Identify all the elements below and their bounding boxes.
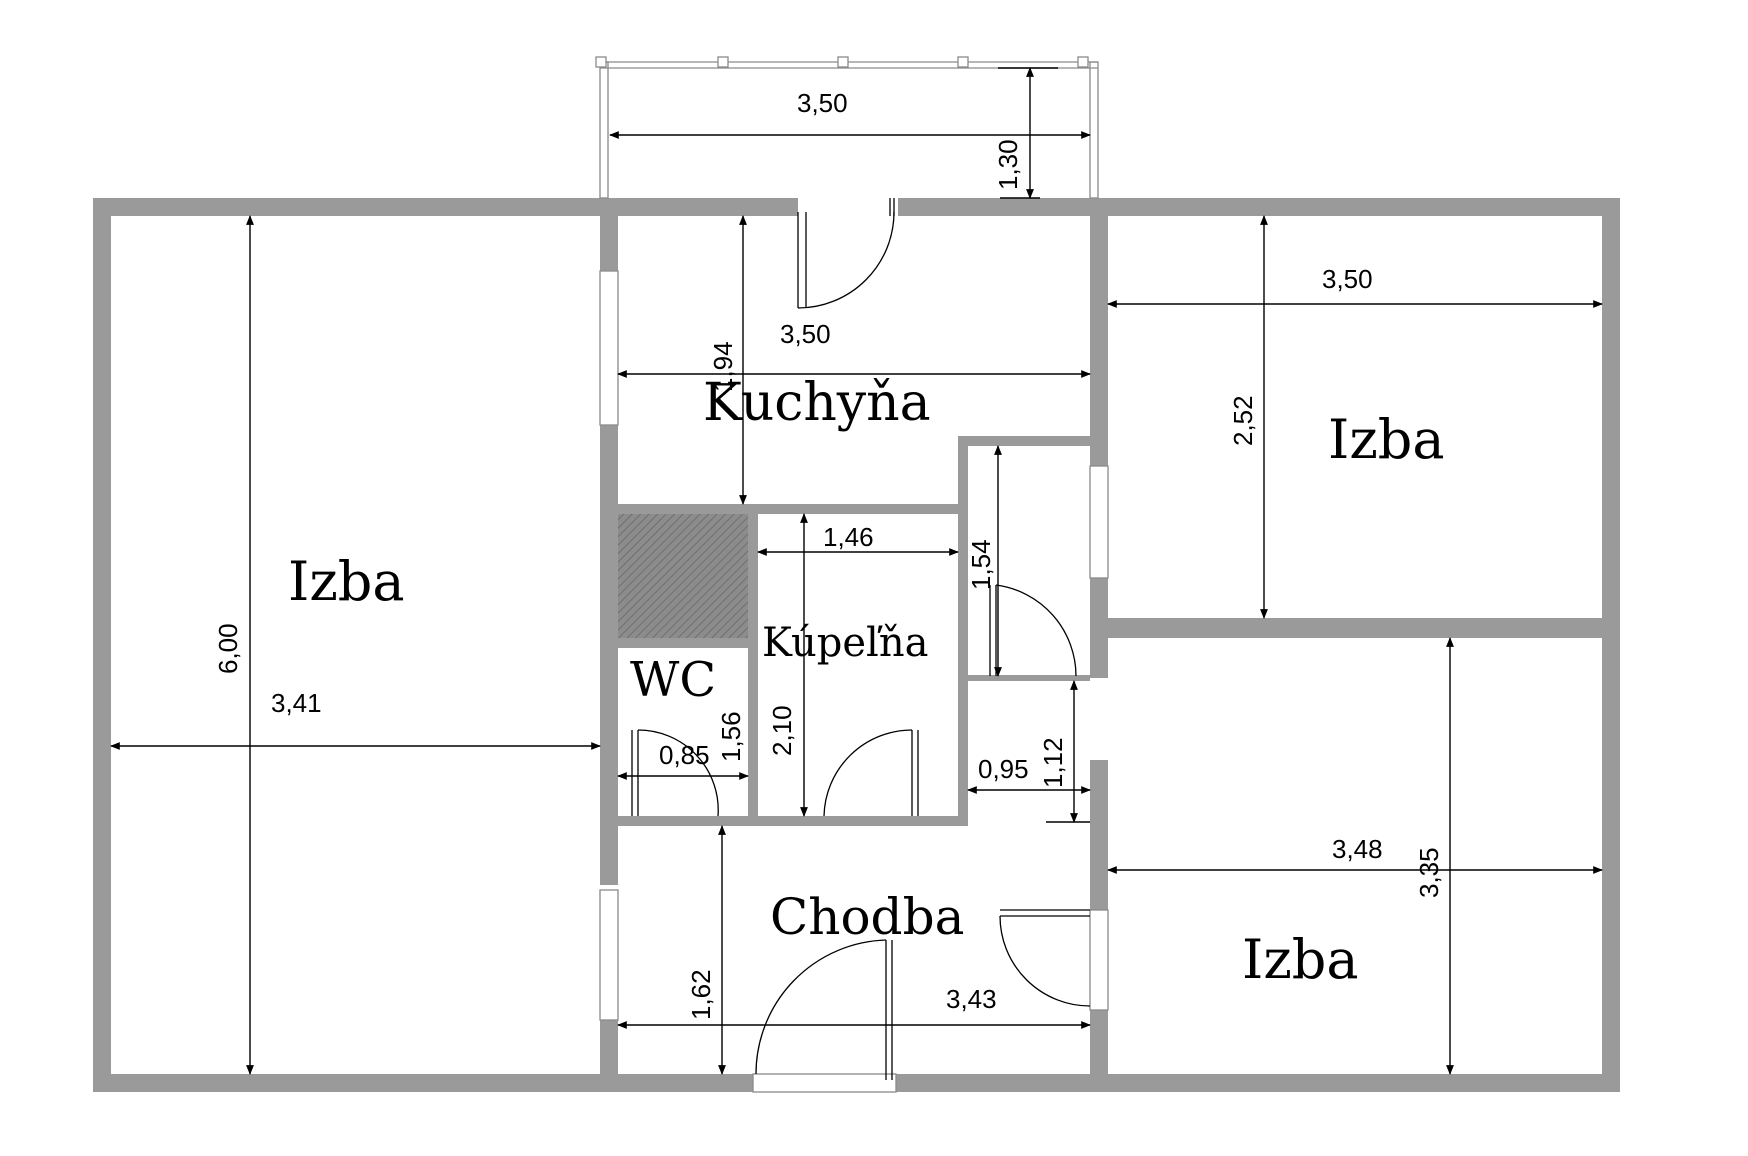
shaft-hatched xyxy=(618,514,748,638)
room-label-bedroom-top: Izba xyxy=(1328,408,1445,471)
dim-closet-depth: 1,54 xyxy=(966,539,996,590)
dim-living-width: 3,41 xyxy=(271,688,322,718)
room-label-hallway: Chodba xyxy=(770,888,964,946)
wall-closet-top xyxy=(958,436,1090,446)
wall-bottom-left xyxy=(93,1074,753,1092)
dim-bathroom-depth: 2,10 xyxy=(767,705,797,756)
dim-kitchen-depth: 1,94 xyxy=(708,341,738,392)
dimension-labels: 3,50 1,30 3,50 1,94 3,50 2,52 6,00 3,41 … xyxy=(213,88,1444,1020)
dim-niche-width: 0,95 xyxy=(978,754,1029,784)
interior-walls xyxy=(600,216,1602,1076)
wall-partition-b xyxy=(600,425,618,885)
dim-bedroom-top-width: 3,50 xyxy=(1322,264,1373,294)
dim-wc-width: 0,85 xyxy=(659,740,710,770)
wall-wc-top xyxy=(618,638,748,648)
wall-closet-bottom xyxy=(968,675,1090,681)
dim-niche-depth: 1,12 xyxy=(1038,737,1068,788)
dim-balcony-depth: 1,30 xyxy=(993,139,1023,190)
dim-hallway-width: 3,43 xyxy=(946,984,997,1014)
wall-kitchen-bottom xyxy=(618,504,958,514)
room-label-wc: WC xyxy=(630,652,716,708)
dimension-lines xyxy=(110,67,1603,1075)
dim-bathroom-width: 1,46 xyxy=(823,522,874,552)
wall-top-center xyxy=(610,198,798,216)
dim-bedroom-bottom-width: 3,48 xyxy=(1332,834,1383,864)
wall-top-right xyxy=(1098,198,1620,216)
room-label-bathroom: Kúpeľňa xyxy=(762,620,928,666)
wall-center-right-d xyxy=(1090,1010,1108,1076)
balcony-left-rail xyxy=(599,61,609,199)
exterior-walls xyxy=(93,198,1620,1092)
dim-wc-depth: 1,56 xyxy=(716,711,746,762)
doors xyxy=(631,198,1091,1080)
wall-wc-right xyxy=(748,514,758,826)
room-label-living: Izba xyxy=(288,550,405,613)
wall-center-right-c xyxy=(1090,760,1108,910)
balcony-right-rail xyxy=(1089,61,1099,199)
room-labels: Izba Kuchyňa Izba Izba Kúpeľňa WC Chodba xyxy=(288,373,1445,991)
dim-hallway-depth: 1,62 xyxy=(686,969,716,1020)
dim-balcony-width: 3,50 xyxy=(797,88,848,118)
wall-top-left xyxy=(93,198,610,216)
dim-bedroom-bottom-depth: 3,35 xyxy=(1414,847,1444,898)
wall-closet-left xyxy=(958,436,968,826)
windows xyxy=(599,270,1109,1093)
wall-top-center-right xyxy=(898,198,1098,216)
wall-left xyxy=(93,198,111,1092)
wall-right xyxy=(1602,198,1620,1092)
wall-partition-a xyxy=(600,216,618,271)
wall-center-right-a xyxy=(1090,216,1108,466)
dim-living-length: 6,00 xyxy=(213,623,243,674)
dim-kitchen-width: 3,50 xyxy=(780,319,831,349)
wall-bath-bottom xyxy=(618,816,958,826)
wall-bottom-right xyxy=(896,1074,1620,1092)
room-label-kitchen: Kuchyňa xyxy=(703,373,931,433)
dim-bedroom-top-depth: 2,52 xyxy=(1228,395,1258,446)
wall-center-right-b xyxy=(1090,578,1108,678)
room-label-bedroom-bottom: Izba xyxy=(1242,928,1359,991)
wall-partition-d xyxy=(600,1020,618,1076)
wall-bedrooms-divider xyxy=(1108,618,1602,638)
